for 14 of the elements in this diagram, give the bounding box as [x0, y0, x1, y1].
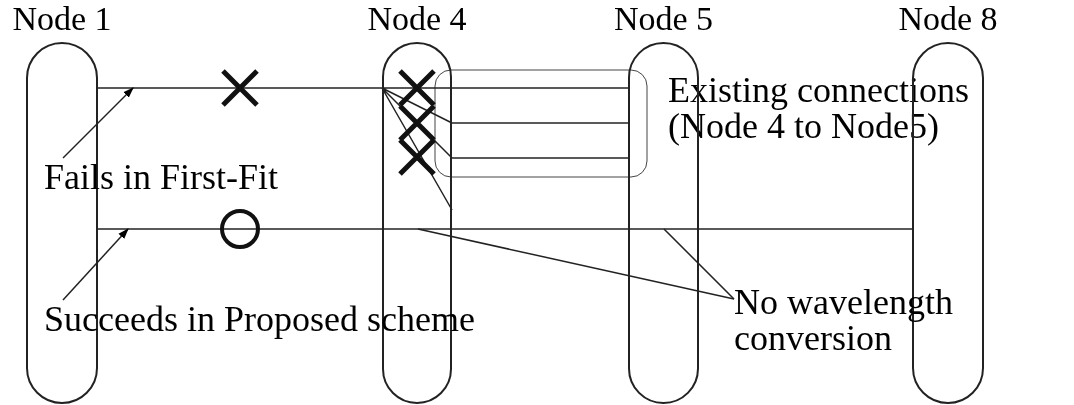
lightpath-line — [97, 228, 383, 230]
lightpath-line — [451, 122, 629, 124]
lightpath-line — [451, 87, 629, 89]
lightpath-line — [97, 87, 383, 89]
node-label: Node 4 — [367, 0, 467, 38]
lightpath-line — [451, 157, 629, 159]
lightpath-line — [698, 228, 913, 230]
leader-line — [62, 87, 134, 159]
leader-line — [663, 228, 735, 300]
node-label: Node 5 — [613, 0, 714, 38]
node-label: Node 8 — [898, 0, 998, 38]
node-label: Node 1 — [12, 0, 112, 38]
leader-line — [62, 228, 129, 301]
lightpath-line — [451, 228, 629, 230]
